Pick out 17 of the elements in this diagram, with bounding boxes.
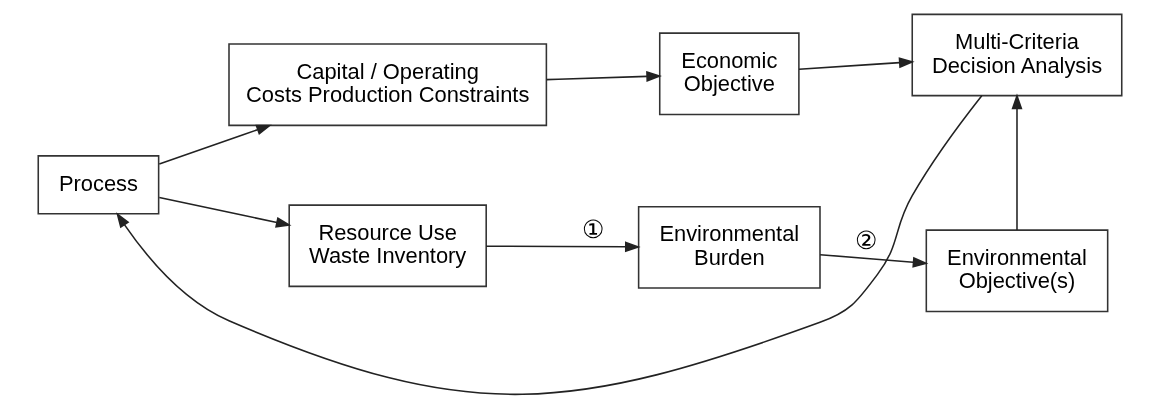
- arrow: [158, 196, 292, 228]
- node-box: Process: [37, 155, 160, 215]
- edge-label: ②: [855, 225, 878, 254]
- node-box: Resource Use Waste Inventory: [288, 204, 487, 288]
- arrow: [158, 124, 272, 165]
- arrow: [116, 95, 983, 396]
- node-box: Multi-Criteria Decision Analysis: [911, 13, 1123, 97]
- arrow: [545, 70, 662, 82]
- node-box: Capital / Operating Costs Production Constraints: [228, 43, 548, 127]
- node-box: Environmental Burden: [637, 205, 821, 289]
- node-box: Environmental Objective(s): [925, 229, 1109, 313]
- arrow: [1011, 93, 1023, 231]
- arrow: [485, 241, 641, 253]
- node-box: Economic Objective: [658, 32, 800, 116]
- arrow: [819, 253, 929, 268]
- arrow: [798, 57, 915, 71]
- edge-label: ①: [581, 214, 604, 243]
